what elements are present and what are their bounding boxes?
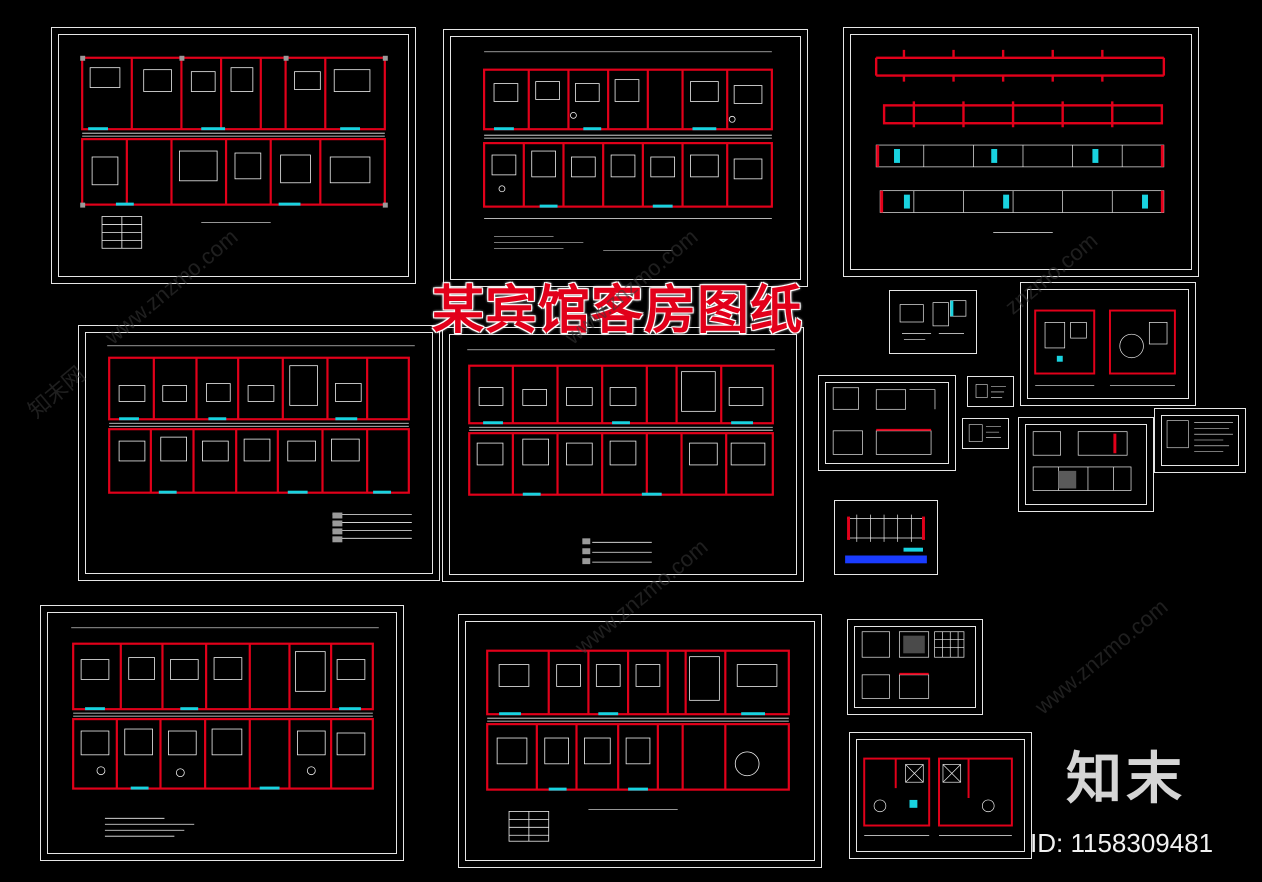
drawing-sheet: [51, 27, 416, 284]
detail-drawing: [975, 384, 1006, 398]
detail-drawing: [1166, 420, 1233, 452]
asset-id-label: ID: 1158309481: [1030, 828, 1214, 858]
detail-drawing: [968, 424, 1001, 442]
drawing-sheet: [843, 27, 1199, 277]
drawing-sheet: [962, 418, 1009, 449]
elevation-drawing: [874, 49, 1166, 233]
drawing-sheet: [818, 375, 956, 471]
drawing-sheet: [458, 614, 822, 868]
detail-drawing: [832, 387, 936, 455]
floor-plan-drawing: [71, 627, 379, 837]
floor-plan-drawing: [80, 55, 388, 249]
drawing-sheet: [78, 325, 440, 581]
detail-drawing: [845, 514, 927, 564]
detail-drawing: [899, 300, 967, 340]
floor-plan-drawing: [486, 649, 790, 842]
drawing-sheet: [442, 327, 804, 582]
floor-plan-drawing: [107, 345, 415, 543]
drawing-sheet: [847, 619, 983, 715]
floor-plan-drawing: [483, 51, 773, 251]
drawing-sheet: [1020, 282, 1196, 406]
detail-drawing: [863, 757, 1013, 836]
floor-plan-drawing: [467, 349, 775, 565]
drawing-sheet: [1018, 417, 1154, 512]
detail-drawing: [1032, 431, 1132, 491]
watermark-text: www.znzmo.com: [1030, 593, 1173, 720]
drawing-sheet: [443, 29, 808, 287]
drawing-sheet: [1154, 408, 1246, 473]
detail-drawing: [1034, 309, 1176, 386]
drawing-sheet: [849, 732, 1032, 859]
drawing-sheet: [40, 605, 404, 861]
drawing-sheet: [834, 500, 938, 575]
brand-logo: 知末: [1066, 747, 1186, 812]
drawing-sheet: [967, 376, 1014, 407]
drawing-sheet: [889, 290, 977, 354]
drawing-set-title: 某宾馆客房图纸: [432, 281, 804, 341]
detail-drawing: [861, 631, 965, 699]
